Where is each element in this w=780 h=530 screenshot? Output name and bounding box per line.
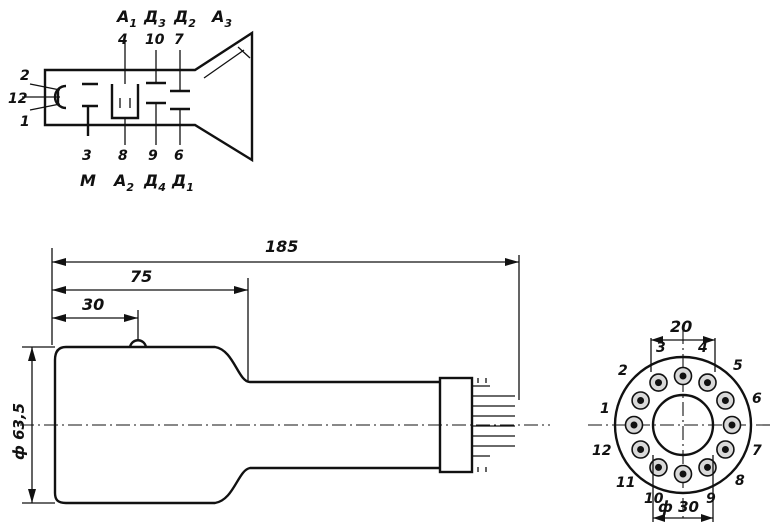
label-d3: Д3 <box>143 7 166 30</box>
schematic-anode-a3 <box>203 46 251 79</box>
base-pin-number-7: 7 <box>752 443 762 459</box>
top-pin-10: 10 <box>145 32 165 48</box>
dim-label-20: 20 <box>670 317 692 336</box>
schematic-tube-outline <box>43 30 254 163</box>
base-pin-number-10: 10 <box>644 491 664 507</box>
base-pin-core <box>704 379 711 387</box>
base-pin-core <box>679 470 687 478</box>
label-d4: Д4 <box>143 171 166 194</box>
schematic-plates-d3-d4 <box>146 81 166 105</box>
base-pin-core <box>630 421 638 429</box>
dim-extension-20 <box>650 338 716 372</box>
base-pin-number-6: 6 <box>752 391 762 407</box>
base-pin-core <box>728 421 736 429</box>
base-pin-core <box>637 446 645 453</box>
bottom-pin-8: 8 <box>118 148 128 164</box>
base-pin-number-11: 11 <box>616 475 635 491</box>
label-d2: Д2 <box>173 7 196 30</box>
schematic-cathode <box>22 83 67 111</box>
label-d1: Д1 <box>171 171 194 194</box>
top-pin-4: 4 <box>117 32 128 48</box>
dim-label-diameter: ф 63,5 <box>10 403 28 460</box>
base-pin-number-8: 8 <box>735 473 745 489</box>
base-pin-core <box>704 463 711 471</box>
base-pin-core <box>655 463 662 471</box>
dim-label-185: 185 <box>265 237 298 256</box>
side-view-outline <box>53 345 440 505</box>
schematic-plate-leads <box>155 50 181 145</box>
base-pin-view: 20 ф 30 1 2 3 4 5 6 7 8 9 10 11 12 <box>588 317 770 522</box>
base-inner-circle <box>651 393 715 457</box>
base-pin-number-12: 12 <box>592 443 611 459</box>
base-pin-core <box>679 372 687 380</box>
base-pin-core <box>721 397 729 404</box>
base-pins <box>624 366 742 484</box>
base-pin-number-9: 9 <box>706 491 716 507</box>
schematic-anode-a1 <box>110 84 140 120</box>
pin-label-1: 1 <box>20 114 30 130</box>
side-view-pins <box>472 378 515 472</box>
base-pin-number-3: 3 <box>656 340 666 356</box>
base-pin-number-1: 1 <box>600 401 610 417</box>
bottom-pin-6: 6 <box>174 148 184 164</box>
base-pin-core <box>637 397 645 404</box>
base-pin-core <box>655 379 662 387</box>
schematic-anode-a2 <box>119 42 131 145</box>
base-pin-number-2: 2 <box>618 363 628 379</box>
schematic-plates-d2-d1 <box>170 89 190 111</box>
pin-label-12: 12 <box>8 91 27 107</box>
label-a1: A1 <box>115 7 137 30</box>
schematic-modulator <box>82 82 98 136</box>
dim-extension-30 <box>652 455 714 522</box>
dimension-extension-lines <box>22 248 520 504</box>
tube-side-view: 185 75 30 ф 63,5 <box>10 237 550 505</box>
dim-label-30: 30 <box>82 295 104 314</box>
bottom-pin-3: 3 <box>82 148 92 164</box>
side-view-marker <box>128 339 148 348</box>
pin-label-2: 2 <box>20 68 30 84</box>
dim-label-phi30: ф 30 <box>658 498 699 516</box>
bottom-pin-9: 9 <box>148 148 158 164</box>
label-m: M <box>80 171 96 190</box>
top-pin-7: 7 <box>174 32 184 48</box>
dim-label-75: 75 <box>130 267 152 286</box>
tube-schematic: 2 12 1 4 10 7 A1 Д3 Д2 A3 3 8 9 6 M A2 Д… <box>8 7 254 194</box>
label-a2: A2 <box>112 171 134 194</box>
base-pin-core <box>721 446 729 453</box>
base-pin-number-4: 4 <box>697 340 708 356</box>
base-outer-circle <box>613 355 753 495</box>
label-a3: A3 <box>210 7 232 30</box>
base-pin-number-5: 5 <box>733 358 743 374</box>
